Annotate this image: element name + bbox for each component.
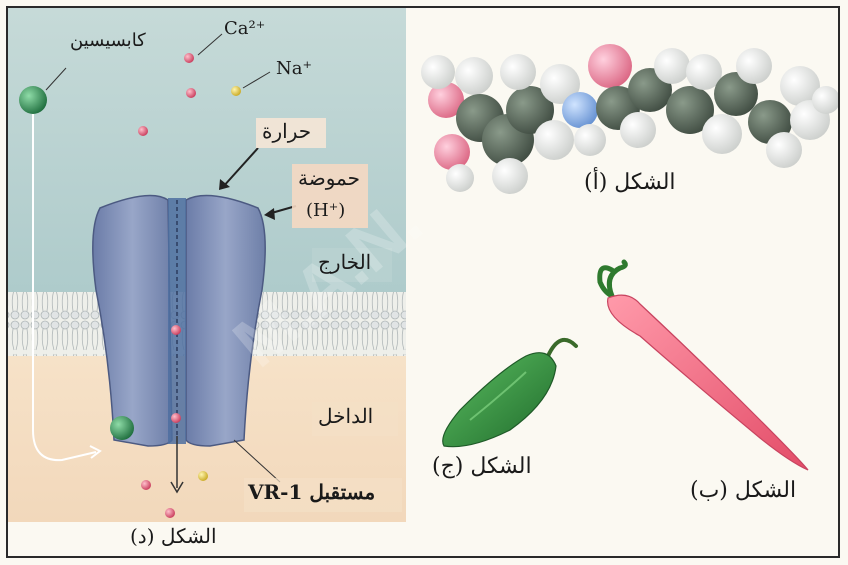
label-heat: حرارة [262,119,311,143]
label-vr1-receptor: مستقبل VR-1 [248,480,375,504]
caption-panel-b: الشكل (ب) [690,478,796,503]
caption-panel-a: الشكل (أ) [584,170,676,195]
label-hydrogen-ion: (H⁺) [306,200,345,221]
label-outside: الخارج [318,250,371,274]
label-capsaicin: كابسيسين [70,30,146,51]
figure-border [6,6,840,558]
caption-panel-d: الشكل (د) [130,524,217,548]
label-sodium-ion: Na⁺ [276,58,312,79]
label-calcium-ion: Ca²⁺ [224,18,265,39]
caption-panel-c: الشكل (ج) [432,454,532,479]
label-inside: الداخل [318,404,373,428]
label-acidity: حموضة [298,166,360,190]
